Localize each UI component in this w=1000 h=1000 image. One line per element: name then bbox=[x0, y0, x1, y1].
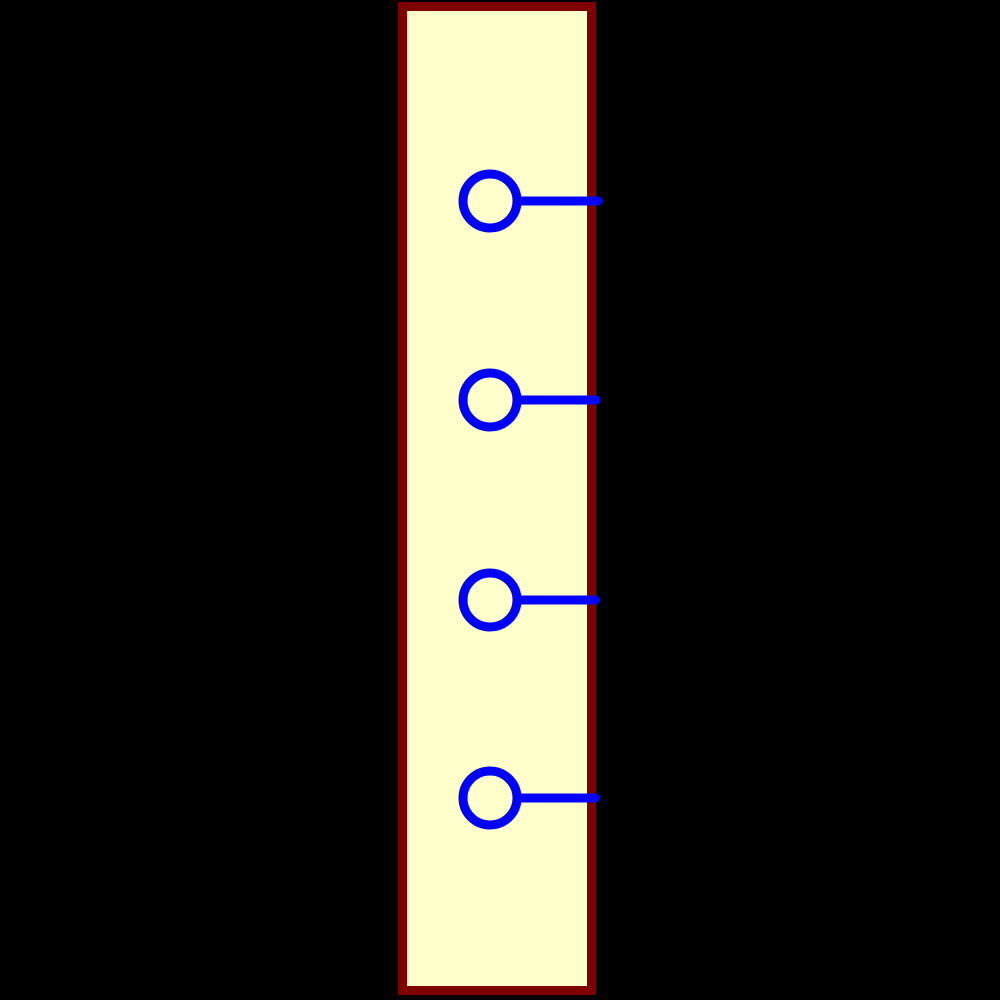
component-body[interactable] bbox=[398, 2, 596, 995]
pin-2[interactable] bbox=[458, 368, 601, 432]
pin-3[interactable] bbox=[458, 568, 600, 632]
pin-circle[interactable] bbox=[458, 169, 522, 233]
pin-circle[interactable] bbox=[458, 766, 522, 830]
pin-4[interactable] bbox=[458, 766, 600, 830]
pin-1[interactable] bbox=[458, 169, 603, 233]
pin-circle[interactable] bbox=[458, 368, 522, 432]
pin-circle[interactable] bbox=[458, 568, 522, 632]
